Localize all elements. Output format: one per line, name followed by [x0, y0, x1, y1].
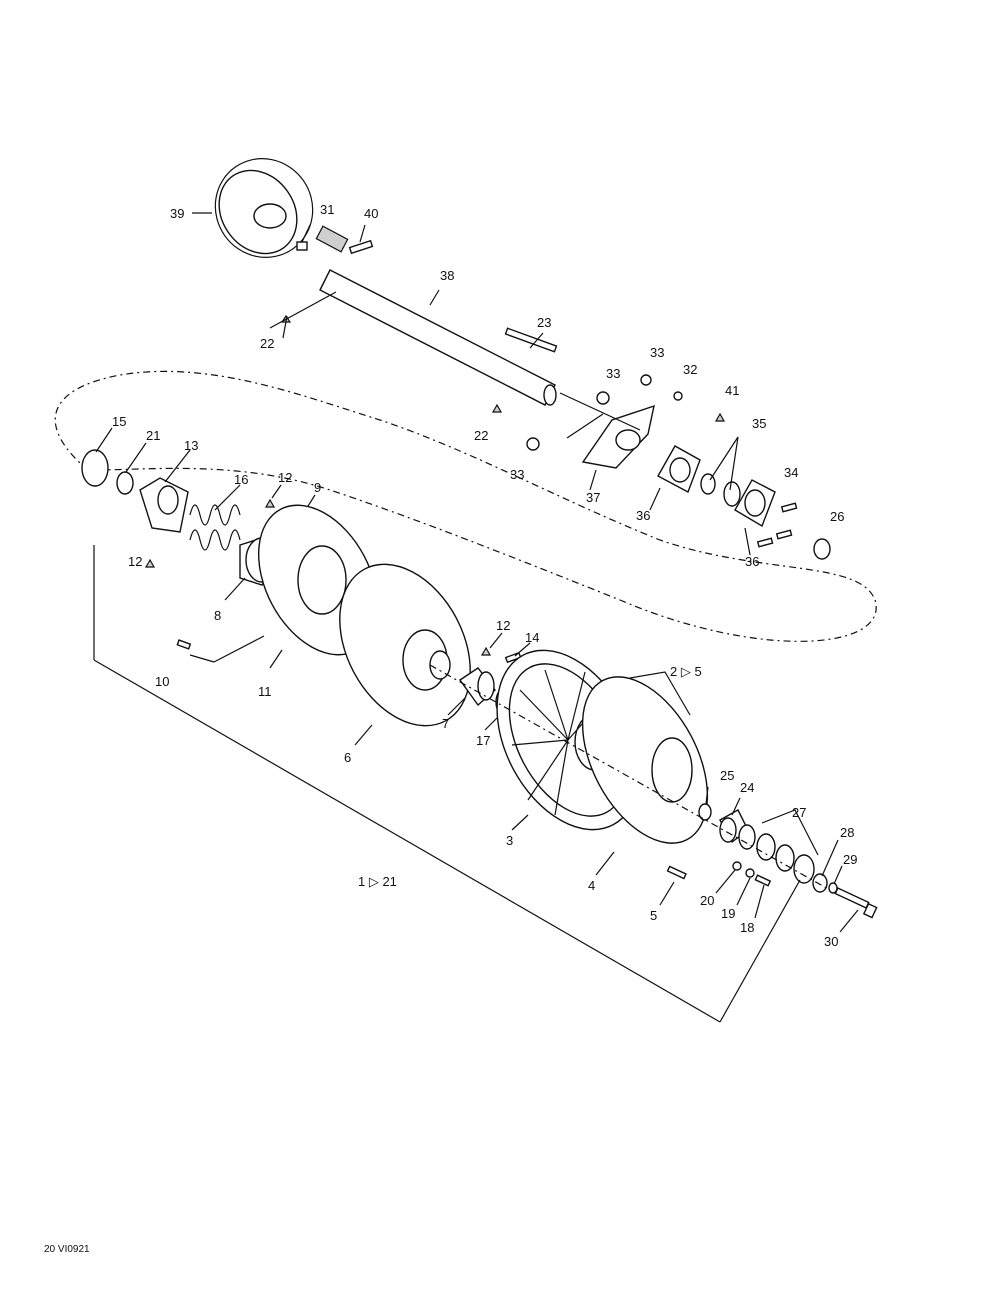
- bracket-37: [581, 404, 655, 469]
- part-label-p41: 41: [725, 383, 739, 398]
- part-label-p22a: 22: [260, 336, 274, 351]
- spacer-25: [698, 803, 712, 821]
- part-label-p2to5: 2 ▷ 5: [670, 664, 702, 679]
- assembly-bracket-1-21: [93, 545, 801, 1023]
- part-label-p3: 3: [506, 833, 513, 848]
- washer-28-29: [812, 873, 838, 894]
- part-label-p12a: 12: [278, 470, 292, 485]
- movable-sheave-6: [339, 563, 471, 727]
- part-label-p1to21: 1 ▷ 21: [358, 874, 397, 889]
- part-label-p13: 13: [184, 438, 198, 453]
- part-label-p10: 10: [155, 674, 169, 689]
- bearings-35: [700, 473, 741, 507]
- part-label-p36b: 36: [745, 554, 759, 569]
- part-label-p35: 35: [752, 416, 766, 431]
- part-label-p20: 20: [700, 893, 714, 908]
- part-label-p40: 40: [364, 206, 378, 221]
- part-label-p15: 15: [112, 414, 126, 429]
- seals-27: [738, 824, 815, 884]
- part-label-p22b: 22: [474, 428, 488, 443]
- shaft-38: [315, 225, 557, 406]
- cam-13: [139, 477, 189, 533]
- part-label-p25: 25: [720, 768, 734, 783]
- part-label-p4: 4: [588, 878, 595, 893]
- part-label-p6: 6: [344, 750, 351, 765]
- cover-4: [581, 676, 709, 844]
- small-parts-31-40: [280, 239, 558, 413]
- washer-21: [116, 471, 134, 495]
- drawing-reference-number: 20 VI0921: [44, 1244, 90, 1255]
- dashed-assembly-outline: [54, 370, 877, 642]
- part-label-p27: 27: [792, 805, 806, 820]
- part-label-p17: 17: [476, 733, 490, 748]
- part-label-p12b: 12: [128, 554, 142, 569]
- part-label-p36a: 36: [636, 508, 650, 523]
- part-label-p39: 39: [170, 206, 184, 221]
- part-label-p29: 29: [843, 852, 857, 867]
- part-label-p7: 7: [442, 716, 449, 731]
- part-label-p9: 9: [314, 480, 321, 495]
- part-label-p18: 18: [740, 920, 754, 935]
- part-label-p19: 19: [721, 906, 735, 921]
- part-label-p38: 38: [440, 268, 454, 283]
- part-label-p26: 26: [830, 509, 844, 524]
- part-label-p28: 28: [840, 825, 854, 840]
- bearing-housing-36: [657, 445, 776, 528]
- fasteners-top-right: [526, 374, 831, 560]
- small-screws-5-18-19-20: [666, 861, 772, 887]
- retaining-ring-15: [81, 449, 109, 487]
- part-label-p37: 37: [586, 490, 600, 505]
- part-label-p16: 16: [234, 472, 248, 487]
- part-label-p34: 34: [784, 465, 798, 480]
- part-label-p8: 8: [214, 608, 221, 623]
- fixed-sheave-39: [214, 158, 314, 258]
- part-label-p24: 24: [740, 780, 754, 795]
- part-label-p23: 23: [537, 315, 551, 330]
- bushing-7: [459, 667, 496, 707]
- part-label-p33c: 33: [510, 467, 524, 482]
- part-label-p33b: 33: [650, 345, 664, 360]
- part-label-p32: 32: [683, 362, 697, 377]
- part-label-p30: 30: [824, 934, 838, 949]
- part-label-p5: 5: [650, 908, 657, 923]
- part-label-p11: 11: [258, 684, 272, 699]
- part-label-p21: 21: [146, 428, 160, 443]
- spring-16: [189, 504, 241, 551]
- part-label-p33a: 33: [606, 366, 620, 381]
- bolt-30: [834, 887, 878, 919]
- part-label-p14: 14: [525, 630, 539, 645]
- part-label-p31: 31: [320, 202, 334, 217]
- part-label-p12c: 12: [496, 618, 510, 633]
